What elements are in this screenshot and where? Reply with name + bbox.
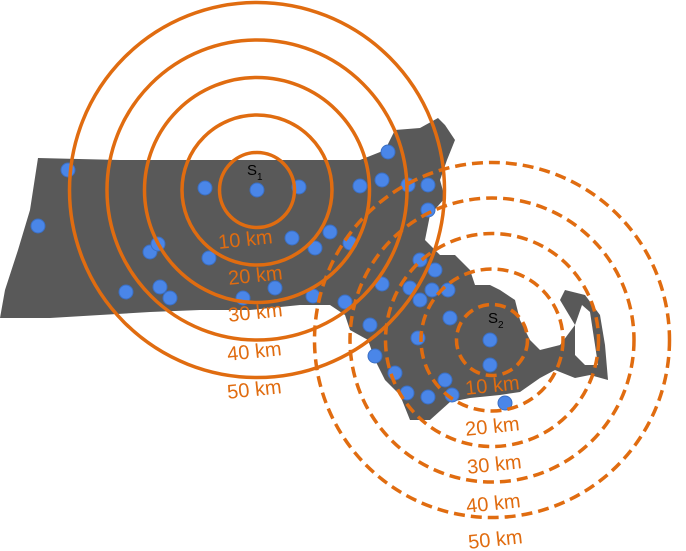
cape-bay — [575, 305, 598, 365]
s1-ring-5 — [67, 0, 447, 380]
s1-ring-label-4: 40 km — [226, 338, 282, 366]
sample-point — [30, 218, 46, 234]
s2-ring-1 — [454, 302, 530, 378]
s2-ring-label-2: 20 km — [464, 413, 520, 441]
s1-ring-label-3: 30 km — [227, 299, 283, 327]
sample-point — [420, 389, 436, 405]
s2-ring-4 — [348, 196, 636, 484]
sample-point — [497, 395, 513, 411]
sample-point — [442, 310, 458, 326]
s2-ring-5 — [312, 160, 672, 520]
s2-ring-label-1: 10 km — [464, 372, 520, 400]
sample-point — [482, 357, 498, 373]
sample-point — [152, 279, 168, 295]
sample-point — [337, 294, 353, 310]
sample-point — [284, 230, 300, 246]
site-label-s1: S1 — [247, 162, 263, 183]
s1-ring-label-5: 50 km — [226, 376, 282, 404]
sample-point — [412, 292, 428, 308]
sample-points — [30, 144, 513, 411]
s2-ring-3 — [383, 231, 601, 449]
sample-point — [420, 177, 436, 193]
sample-point — [424, 282, 440, 298]
sample-point — [197, 180, 213, 196]
s1-ring-3 — [142, 75, 372, 305]
sample-point — [307, 240, 323, 256]
s2-ring-labels: 10 km 20 km 30 km 40 km 50 km — [464, 372, 523, 551]
s2-ring-2 — [419, 267, 565, 413]
s2-ring-label-5: 50 km — [467, 526, 523, 551]
s1-ring-4 — [105, 38, 409, 342]
sample-point — [482, 332, 498, 348]
sample-point — [362, 317, 378, 333]
sample-point — [162, 290, 178, 306]
sample-point — [387, 365, 403, 381]
sample-point — [380, 144, 396, 160]
s2-ring-label-3: 30 km — [466, 451, 522, 479]
sample-point — [322, 224, 338, 240]
sample-point — [367, 348, 383, 364]
sample-point — [267, 280, 283, 296]
s1-ring-2 — [180, 113, 334, 267]
sample-point — [118, 284, 134, 300]
sample-point — [352, 178, 368, 194]
sample-point — [249, 182, 265, 198]
s2-buffer-rings — [312, 160, 672, 520]
sample-point — [374, 172, 390, 188]
sample-point — [437, 372, 453, 388]
s1-buffer-rings — [67, 0, 447, 380]
site-label-s2: S2 — [488, 310, 504, 331]
s1-ring-1 — [217, 150, 297, 230]
sample-point — [201, 250, 217, 266]
s2-ring-label-4: 40 km — [465, 490, 521, 518]
